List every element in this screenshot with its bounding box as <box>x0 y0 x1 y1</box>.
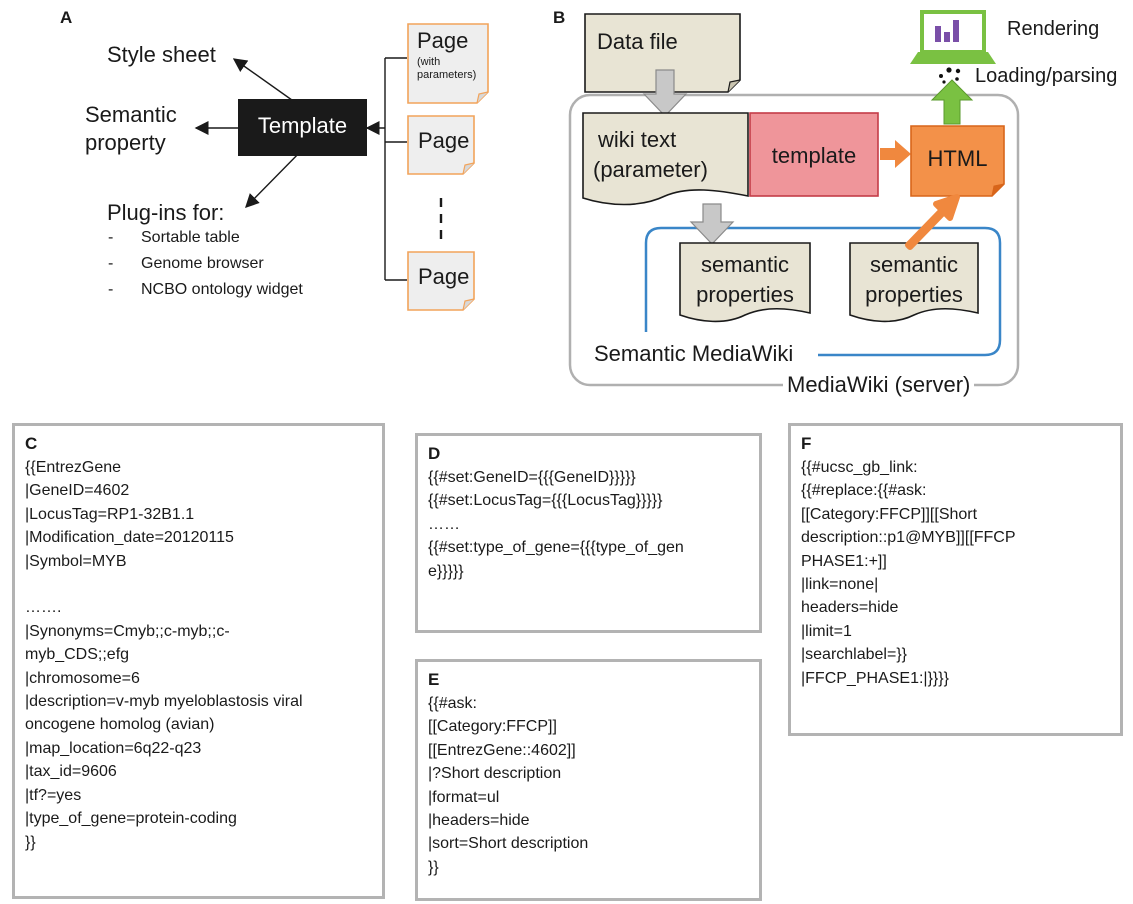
plugin-dash-3: - <box>108 281 114 298</box>
panel-c-box: C {{EntrezGene |GeneID=4602 |LocusTag=RP… <box>12 423 385 899</box>
panel-d-box: D {{#set:GeneID={{{GeneID}}}}} {{#set:Lo… <box>415 433 762 633</box>
panel-b-diagram <box>568 10 1020 387</box>
arrow-html-to-browser <box>930 79 974 125</box>
semantic-right-line1: semantic <box>869 252 959 277</box>
semantic-properties-left-doc <box>679 242 811 323</box>
template-label: Template <box>257 113 348 138</box>
arrow-wikitext-to-semantic <box>689 203 735 245</box>
page-with-line2: parameters) <box>417 69 477 81</box>
wiki-text-label-line1: wiki text <box>598 127 677 152</box>
arrow-datafile-to-wikitext <box>642 69 688 117</box>
loading-parsing-label: Loading/parsing <box>975 65 1118 87</box>
semantic-mediawiki-boundary <box>644 226 1002 357</box>
panel-d-letter: D <box>428 444 441 463</box>
mediawiki-server-label: MediaWiki (server) <box>783 372 975 399</box>
panel-f-letter: F <box>801 434 812 453</box>
plugin-sortable-table: Sortable table <box>141 229 240 246</box>
semantic-mediawiki-label: Semantic MediaWiki <box>594 341 794 366</box>
semantic-property-label-line2: property <box>85 130 166 155</box>
wiki-text-doc <box>582 112 749 206</box>
panel-e-letter: E <box>428 670 440 689</box>
panel-b-letter: B <box>553 8 566 27</box>
semantic-left-line1: semantic <box>700 252 790 277</box>
rendering-label: Rendering <box>1007 18 1100 40</box>
plugin-dash-2: - <box>108 255 114 272</box>
page-with-parameters-label: Page <box>417 28 469 53</box>
semantic-properties-right-doc <box>849 242 979 323</box>
style-sheet-label: Style sheet <box>107 42 216 67</box>
plugins-title: Plug-ins for: <box>107 200 225 225</box>
template-box <box>238 99 367 156</box>
wiki-text-label-line2: (parameter) <box>593 157 708 182</box>
loading-dots-icon <box>939 67 961 84</box>
panel-e-box: E {{#ask: [[Category:FFCP]] [[EntrezGene… <box>415 659 762 901</box>
plugin-ncbo-widget: NCBO ontology widget <box>141 281 303 298</box>
semantic-left-line2: properties <box>696 282 794 307</box>
page-middle-label: Page <box>418 128 470 153</box>
plugin-genome-browser: Genome browser <box>141 255 264 272</box>
panel-a-letter: A <box>60 8 73 27</box>
ask-query-code: {{#ask: [[Category:FFCP]] [[EntrezGene::… <box>428 695 589 876</box>
arrow-semantic-to-html <box>905 194 960 250</box>
data-file-label: Data file <box>597 29 678 54</box>
page-bottom-label: Page <box>418 264 470 289</box>
arrow-template-to-html <box>880 140 911 168</box>
template-block-label: template <box>771 143 857 168</box>
panel-a-connectors <box>194 23 489 311</box>
entrezgene-template-code: {{EntrezGene |GeneID=4602 |LocusTag=RP1-… <box>25 459 303 851</box>
semantic-right-line2: properties <box>865 282 963 307</box>
page-with-line1: (with <box>417 56 441 68</box>
arrow-to-plugins <box>245 145 307 208</box>
panel-c-letter: C <box>25 434 38 453</box>
plugin-dash-1: - <box>108 229 114 246</box>
semantic-property-label-line1: Semantic <box>85 102 177 127</box>
browser-laptop-icon <box>910 10 996 64</box>
html-label: HTML <box>927 146 988 171</box>
panel-f-box: F {{#ucsc_gb_link: {{#replace:{{#ask: [[… <box>788 423 1123 736</box>
ucsc-gb-link-code: {{#ucsc_gb_link: {{#replace:{{#ask: [[Ca… <box>801 459 1016 687</box>
template-block <box>749 112 879 197</box>
set-semantic-properties-code: {{#set:GeneID={{{GeneID}}}}} {{#set:Locu… <box>428 469 684 580</box>
